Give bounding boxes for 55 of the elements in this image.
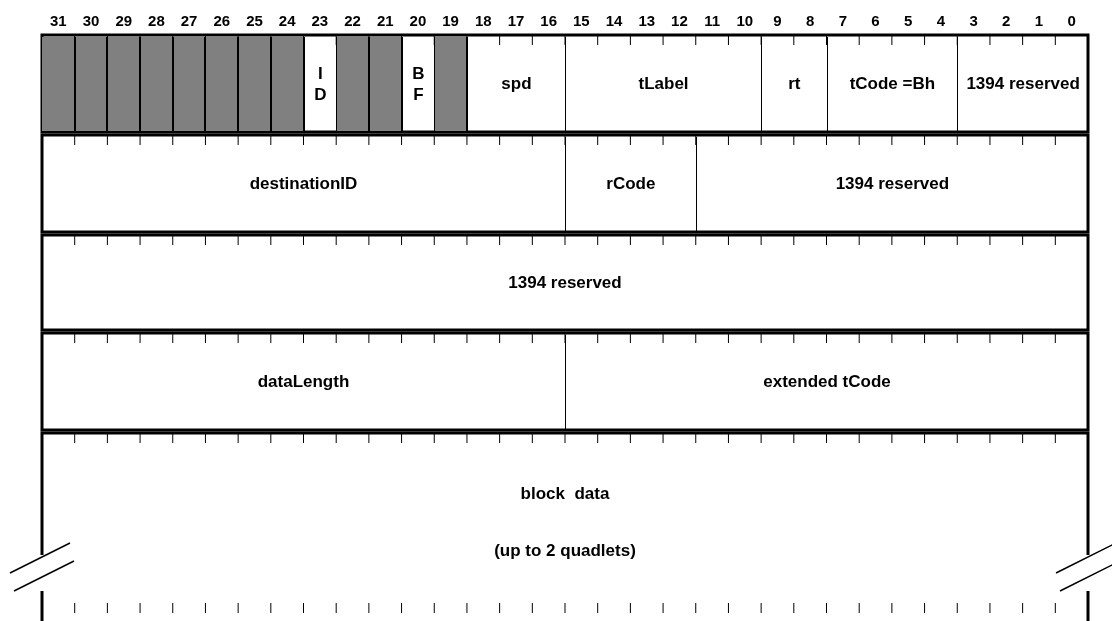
bit-number: 23 [310, 12, 330, 29]
shaded-cell [270, 36, 304, 131]
bit-number: 17 [506, 12, 526, 29]
bit-number: 21 [375, 12, 395, 29]
bit-number: 5 [903, 12, 914, 29]
field-cell: rt [761, 36, 827, 131]
bit-number: 28 [147, 12, 166, 29]
shaded-cell [205, 36, 239, 131]
shaded-cell [238, 36, 271, 131]
bit-number: 24 [277, 12, 297, 29]
bit-number: 18 [473, 12, 493, 29]
field-cell: 1394 reserved [695, 136, 1088, 231]
shaded-cell [107, 36, 141, 131]
shaded-cell [42, 36, 75, 131]
bit-number: 11 [703, 12, 721, 29]
field-cell: extended tCode [565, 334, 1088, 429]
field-note: (up to 2 quadlets) [494, 539, 636, 561]
bit-number: 12 [670, 12, 689, 29]
bit-number: 27 [179, 12, 199, 29]
bit-number: 19 [441, 12, 460, 29]
field-cell: 1394 reserved [957, 36, 1088, 131]
shaded-cell [74, 36, 108, 131]
bit-number: 25 [245, 12, 264, 29]
shaded-cell [434, 36, 467, 131]
shaded-cell [336, 36, 369, 131]
bit-number: 15 [572, 12, 591, 29]
shaded-cell [140, 36, 173, 131]
shaded-cell [368, 36, 402, 131]
bit-number: 7 [837, 12, 848, 29]
bit-number: 16 [539, 12, 558, 29]
field-cell: dataLength [42, 334, 565, 429]
bit-number: 10 [735, 12, 755, 29]
bit-number: 26 [212, 12, 232, 29]
bit-number: 29 [114, 12, 134, 29]
bit-number: 4 [935, 12, 947, 29]
field-cell: spd [466, 36, 565, 131]
bit-number: 30 [81, 12, 101, 29]
bit-number: 22 [343, 12, 362, 29]
field-cell: destinationID [42, 136, 565, 231]
bit-number: 31 [49, 12, 68, 29]
bit-number: 14 [604, 12, 624, 29]
bit-number: 9 [772, 12, 783, 29]
bit-number: 0 [1066, 12, 1077, 29]
bit-number: 6 [870, 12, 881, 29]
bit-number: 2 [1001, 12, 1012, 29]
field-cell: tCode =Bh [826, 36, 958, 131]
bit-number: 20 [408, 12, 428, 29]
bit-number: 8 [805, 12, 816, 29]
field-label: block data [520, 482, 610, 504]
shaded-cell [172, 36, 206, 131]
field-cell: rCode [565, 136, 696, 231]
bit-number: 3 [968, 12, 979, 29]
field-cell: tLabel [565, 36, 762, 131]
bit-number: 13 [637, 12, 657, 29]
bit-number: 1 [1033, 12, 1045, 29]
